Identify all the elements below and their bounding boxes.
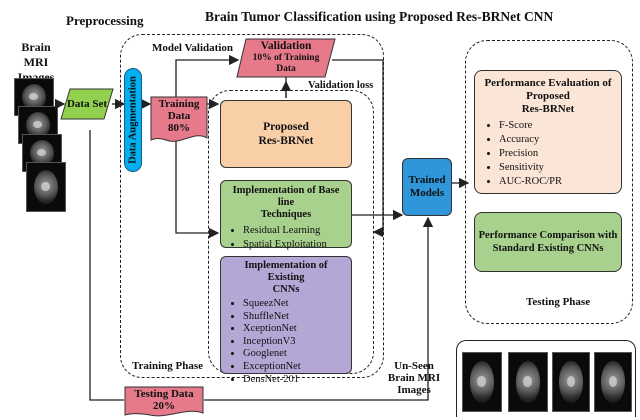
data-augmentation-box: Data Augmentation: [124, 68, 142, 172]
unseen-line3: Images: [397, 384, 431, 396]
list-item: F-Score: [499, 119, 613, 133]
baseline-title-line1: Implementation of Base line: [232, 185, 340, 208]
performance-title: Performance Evaluation of Proposed Res-B…: [483, 77, 613, 116]
baseline-techniques-box: Implementation of Base line Techniques R…: [220, 180, 352, 251]
preprocessing-label: Preprocessing: [66, 13, 144, 28]
validation-line3: Data: [276, 64, 296, 74]
validation-loss-label: Validation loss: [308, 80, 374, 91]
proposed-res-brnet-box: Proposed Res-BRNet: [220, 100, 352, 168]
testing-data-label: Testing Data 20%: [124, 388, 204, 412]
list-item: Residual Learning: [243, 224, 345, 238]
list-item: AUC-ROC/PR: [499, 175, 613, 189]
list-item: Sensitivity: [499, 161, 613, 175]
performance-metrics-list: F-Score Accuracy Precision Sensitivity A…: [483, 119, 613, 189]
unseen-images-label: Un-Seen Brain MRI Images: [384, 360, 444, 396]
list-item: ShuffleNet: [243, 311, 345, 324]
testing-data-line1: Testing Data: [134, 388, 194, 400]
trained-models-line1: Trained: [408, 174, 446, 186]
dataset-shape: [60, 88, 114, 120]
existing-list: SqueezNet ShuffleNet XceptionNet Incepti…: [227, 298, 345, 386]
unseen-line2: Brain MRI: [387, 372, 441, 384]
training-data-shape: [150, 96, 208, 142]
validation-title: Validation: [260, 40, 312, 52]
list-item: SqueezNet: [243, 298, 345, 311]
list-item: Accuracy: [499, 133, 613, 147]
performance-comparison-box: Performance Comparison with Standard Exi…: [474, 212, 622, 272]
model-validation-label: Model Validation: [152, 42, 233, 54]
testing-phase-label: Testing Phase: [526, 296, 591, 308]
data-augmentation-label: Data Augmentation: [127, 76, 139, 164]
mri-image: [462, 352, 502, 412]
proposed-line1: Proposed: [263, 121, 309, 133]
performance-title-line1: Performance Evaluation of: [484, 77, 612, 89]
testing-data-shape: [124, 386, 204, 417]
training-data-line2: Data: [167, 110, 191, 122]
mri-image: [594, 352, 632, 412]
unseen-line1: Un-Seen: [394, 360, 434, 372]
dataset-label: Data Set: [66, 98, 108, 110]
performance-evaluation-box: Performance Evaluation of Proposed Res-B…: [474, 70, 622, 194]
list-item: ExceptionNet: [243, 361, 345, 374]
training-phase-label: Training Phase: [132, 360, 204, 372]
mri-image: [508, 352, 548, 412]
validation-label: Validation 10% of Training Data: [240, 40, 332, 75]
unseen-mri-bracket: [456, 340, 636, 417]
list-item: Spatial Exploitation: [243, 238, 345, 252]
list-item: Googlenet: [243, 348, 345, 361]
existing-title-line1: Implementation of Existing: [244, 260, 328, 283]
performance-title-line2: Proposed: [526, 90, 570, 102]
existing-cnns-box: Implementation of Existing CNNs SqueezNe…: [220, 256, 352, 385]
trained-models-box: Trained Models: [402, 158, 452, 216]
baseline-title-line2: Techniques: [260, 209, 312, 220]
training-data-line3: 80%: [168, 122, 190, 134]
mri-image: [26, 162, 66, 212]
comparison-line1: Performance Comparison with: [478, 230, 618, 241]
trained-models-line2: Models: [409, 187, 445, 199]
existing-title-line2: CNNs: [272, 284, 300, 295]
validation-shape: [236, 38, 336, 78]
mri-image: [552, 352, 590, 412]
diagram-title: Brain Tumor Classification using Propose…: [205, 9, 554, 24]
training-data-label: Training Data 80%: [150, 98, 208, 134]
proposed-line2: Res-BRNet: [258, 135, 314, 147]
list-item: Precision: [499, 147, 613, 161]
list-item: DensNet-201: [243, 374, 345, 387]
input-label-line1: Brain: [21, 40, 51, 54]
list-item: InceptionV3: [243, 336, 345, 349]
training-data-line1: Training: [158, 98, 200, 110]
testing-data-line2: 20%: [153, 400, 175, 412]
list-item: XceptionNet: [243, 323, 345, 336]
existing-title: Implementation of Existing CNNs: [227, 260, 345, 296]
validation-line2: 10% of Training: [252, 53, 320, 63]
baseline-title: Implementation of Base line Techniques: [227, 185, 345, 221]
mri-image: [18, 106, 58, 144]
baseline-list: Residual Learning Spatial Exploitation: [227, 224, 345, 251]
performance-title-line3: Res-BRNet: [521, 103, 575, 115]
comparison-line2: Standard Existing CNNs: [492, 243, 604, 254]
